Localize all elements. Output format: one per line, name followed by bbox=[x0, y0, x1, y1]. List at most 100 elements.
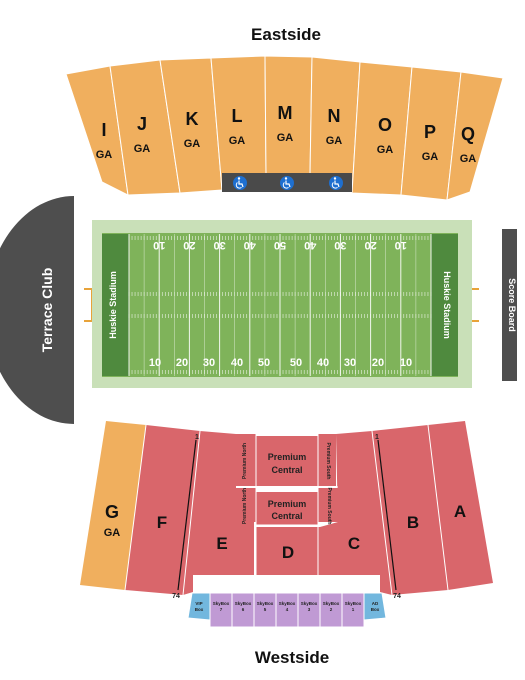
wheelchair-icon bbox=[233, 176, 247, 190]
section-p-ga-label: GA bbox=[422, 151, 439, 163]
row-1-left: 1 bbox=[195, 434, 199, 441]
premium-south-upper[interactable] bbox=[318, 434, 336, 486]
yard-number-top: 40 bbox=[244, 239, 256, 251]
section-k-label: K bbox=[186, 109, 199, 129]
eastside-label: Eastside bbox=[251, 25, 321, 44]
section-n-label: N bbox=[328, 106, 341, 126]
score-board-label: Score Board bbox=[507, 278, 517, 332]
ad-box-label-line2: Box bbox=[371, 607, 380, 612]
section-e-label: E bbox=[216, 534, 227, 553]
yard-number-top: 50 bbox=[274, 239, 286, 251]
skybox-5-label-line2: 5 bbox=[264, 607, 267, 612]
yard-number-bottom: 40 bbox=[231, 357, 243, 369]
premium-north-upper[interactable] bbox=[236, 434, 256, 486]
yard-lines bbox=[128, 234, 432, 376]
skybox-7-label-line2: 7 bbox=[220, 607, 223, 612]
skybox-1-label-line1: SkyBox bbox=[345, 601, 362, 606]
yard-number-top: 20 bbox=[364, 239, 376, 251]
skybox-7-label-line1: SkyBox bbox=[213, 601, 230, 606]
row-1-right: 1 bbox=[375, 434, 379, 441]
vip-box-label-line2: Box bbox=[195, 607, 204, 612]
endzone-right-label: Huskie Stadium bbox=[442, 271, 452, 339]
section-f[interactable] bbox=[125, 425, 200, 595]
yard-number-bottom: 10 bbox=[400, 357, 412, 369]
yard-number-bottom: 30 bbox=[344, 357, 356, 369]
wheelchair-icon bbox=[280, 176, 294, 190]
section-c[interactable] bbox=[320, 431, 392, 595]
yard-number-bottom: 20 bbox=[372, 357, 384, 369]
section-m-ga-label: GA bbox=[277, 132, 294, 144]
premium-central-lower-line2: Central bbox=[271, 511, 302, 521]
westside-label: Westside bbox=[255, 648, 329, 667]
yard-number-top: 10 bbox=[395, 239, 407, 251]
section-i-ga-label: GA bbox=[96, 149, 113, 161]
premium-north-lower-label: Premium North bbox=[242, 488, 248, 524]
yard-number-top: 20 bbox=[183, 239, 195, 251]
score-board[interactable] bbox=[502, 229, 517, 381]
section-j-ga-label: GA bbox=[134, 143, 151, 155]
premium-north-lower[interactable] bbox=[236, 488, 256, 522]
yard-number-bottom: 20 bbox=[176, 357, 188, 369]
premium-south-lower[interactable] bbox=[318, 488, 338, 522]
section-d-label: D bbox=[282, 543, 294, 562]
premium-south-lower-label: Premium South bbox=[326, 488, 332, 525]
section-k-ga-label: GA bbox=[184, 138, 201, 150]
section-m-label: M bbox=[278, 103, 293, 123]
section-l-ga-label: GA bbox=[229, 135, 246, 147]
section-g-ga-label: GA bbox=[104, 527, 121, 539]
terrace-club-label: Terrace Club bbox=[39, 268, 55, 353]
press-box-platform bbox=[193, 575, 380, 593]
accessible-icons bbox=[233, 176, 343, 190]
section-g-label: G bbox=[105, 502, 119, 522]
terrace-club[interactable] bbox=[0, 196, 74, 424]
section-a[interactable] bbox=[428, 421, 493, 590]
section-q-label: Q bbox=[461, 124, 475, 144]
yard-number-bottom: 50 bbox=[290, 357, 302, 369]
skybox-5-label-line1: SkyBox bbox=[257, 601, 274, 606]
skybox-6-label-line1: SkyBox bbox=[235, 601, 252, 606]
wheelchair-icon bbox=[329, 176, 343, 190]
section-d[interactable] bbox=[256, 527, 320, 575]
section-o-label: O bbox=[378, 115, 392, 135]
skybox-2-label-line1: SkyBox bbox=[323, 601, 340, 606]
skybox-6-label-line2: 6 bbox=[242, 607, 245, 612]
westside-sections bbox=[80, 421, 493, 596]
vip-box-label-line1: VIP bbox=[195, 601, 202, 606]
yard-number-top: 30 bbox=[213, 239, 225, 251]
section-a-label: A bbox=[454, 502, 466, 521]
premium-central-upper-line1: Premium bbox=[268, 452, 307, 462]
yard-number-top: 40 bbox=[304, 239, 316, 251]
ad-box-label-line1: AD bbox=[372, 601, 379, 606]
section-b-label: B bbox=[407, 513, 419, 532]
yard-number-bottom: 50 bbox=[258, 357, 270, 369]
section-f-label: F bbox=[157, 513, 167, 532]
skybox-4-label-line2: 4 bbox=[286, 607, 289, 612]
section-g[interactable] bbox=[80, 421, 146, 590]
section-n-ga-label: GA bbox=[326, 135, 343, 147]
premium-south-upper-label: Premium South bbox=[325, 443, 331, 480]
endzone-left-label: Huskie Stadium bbox=[108, 271, 118, 339]
section-o-ga-label: GA bbox=[377, 144, 394, 156]
aisle-lines bbox=[177, 439, 397, 591]
yard-number-top: 30 bbox=[334, 239, 346, 251]
section-j-label: J bbox=[137, 114, 147, 134]
endzone-left bbox=[102, 234, 129, 376]
premium-central-lower[interactable] bbox=[256, 492, 318, 525]
skybox-3-label-line2: 3 bbox=[308, 607, 311, 612]
section-e[interactable] bbox=[183, 431, 254, 595]
section-p-label: P bbox=[424, 122, 436, 142]
skybox-2-label-line2: 2 bbox=[330, 607, 333, 612]
endzone-right bbox=[431, 234, 458, 376]
skybox-1-label-line2: 1 bbox=[352, 607, 355, 612]
section-q-ga-label: GA bbox=[460, 153, 477, 165]
section-l-label: L bbox=[232, 106, 243, 126]
section-q[interactable] bbox=[446, 71, 504, 201]
skybox-3-label-line1: SkyBox bbox=[301, 601, 318, 606]
ad-box[interactable] bbox=[363, 592, 387, 621]
premium-central-upper-line2: Central bbox=[271, 465, 302, 475]
premium-central-upper[interactable] bbox=[256, 436, 318, 486]
skybox-1[interactable] bbox=[341, 592, 365, 628]
yard-number-bottom: 10 bbox=[149, 357, 161, 369]
